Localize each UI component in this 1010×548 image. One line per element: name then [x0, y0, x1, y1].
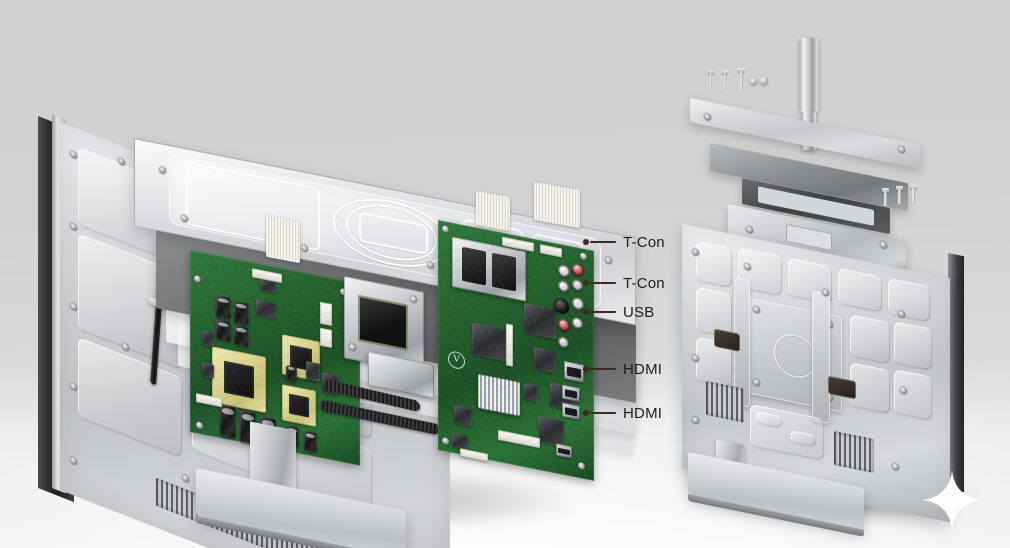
ventilation-grille-left [706, 380, 744, 423]
psu-ribbon-cable [266, 214, 300, 264]
callout-dot [583, 309, 589, 315]
tv-right-side-edge [948, 253, 964, 493]
callout-leader-line [590, 368, 616, 370]
callout-leader-line [590, 412, 616, 414]
callout-label: T-Con [623, 233, 665, 251]
callout-label: T-Con [623, 274, 665, 292]
sparkle-glint-icon [920, 468, 984, 532]
callout-leader-line [590, 311, 616, 313]
callout-dot [583, 410, 589, 416]
left-exploded-tv-assembly: V [38, 100, 658, 548]
callout-hdmi-2: HDMI [583, 404, 663, 422]
callout-dot [583, 366, 589, 372]
callout-usb: USB [583, 303, 655, 321]
callout-label: USB [623, 303, 655, 321]
stand-screw-3 [738, 68, 745, 90]
callout-label: HDMI [623, 360, 663, 378]
stand-screw-2 [722, 70, 728, 90]
callout-hdmi-1: HDMI [583, 360, 663, 378]
main-board-ribbon-1 [476, 191, 510, 231]
stand-washer-2 [760, 77, 768, 85]
callout-t-con-bottom: T-Con [583, 274, 665, 292]
callout-t-con-top: T-Con [583, 233, 665, 251]
main-logic-board: V [438, 220, 594, 481]
stand-screw-6 [910, 185, 917, 203]
stand-washer-1 [750, 78, 757, 85]
board-v-logo: V [448, 349, 465, 371]
stand-post-upper [800, 38, 818, 112]
vesa-rail-right [812, 290, 830, 425]
main-board-ribbon-2 [534, 181, 580, 229]
stand-screw-4 [882, 188, 889, 206]
callout-label: HDMI [623, 404, 663, 422]
callout-leader-line [590, 282, 616, 284]
ventilation-grille-right [834, 430, 874, 474]
callout-dot [583, 239, 589, 245]
stand-screw-1 [708, 70, 714, 90]
stand-screw-5 [896, 186, 903, 204]
callout-dot [583, 280, 589, 286]
callout-leader-line [590, 241, 616, 243]
